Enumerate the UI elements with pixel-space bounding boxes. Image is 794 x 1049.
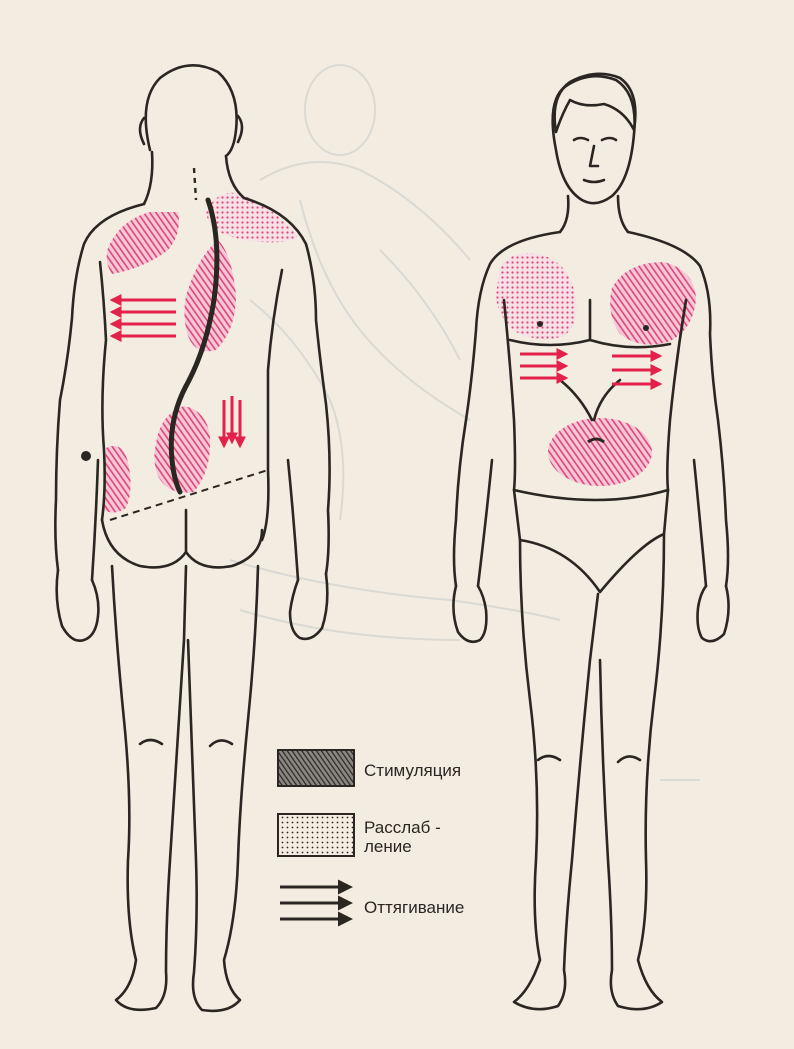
legend-swatch-relaxation [278,814,354,856]
front-hair [555,74,636,132]
legend-swatch-pulling [280,887,350,919]
front-neck [560,196,628,232]
back-leg-right [188,566,258,1011]
zone-left-shoulder [107,212,179,274]
legend-label-relaxation-line2: ление [364,837,412,857]
back-arrows-left [112,300,176,336]
back-arrows-down [224,396,240,446]
legend-swatch-stimulation [278,750,354,786]
cervical-spine-dashed [194,168,196,200]
front-ribs [560,380,620,420]
front-nipple-right [537,321,543,327]
back-view-figure [55,65,329,1011]
zone-abdomen [548,418,652,486]
back-buttocks [102,520,262,567]
back-leg-left [112,566,186,1010]
zone-left-chest [610,262,696,345]
front-nipple-left [643,325,649,331]
back-mole [81,451,91,461]
legend-label-pulling: Оттягивание [364,898,464,918]
front-arrows-right-ribs [520,354,566,378]
back-torso-right [262,270,282,540]
back-torso-left [100,262,106,520]
back-head [146,65,237,156]
front-eyes [574,138,616,140]
front-view-figure [453,74,728,1009]
front-hand-left [453,586,486,642]
back-neck-left [144,152,152,204]
back-ear-left [140,118,144,144]
front-mouth [584,180,604,182]
legend [278,750,354,919]
back-ear-right [238,116,242,142]
back-knee-left [140,740,162,744]
back-knee-right [210,740,232,746]
back-hand-right [290,574,327,639]
front-leg-right [600,534,664,1009]
back-arm-inner-left [92,460,98,580]
front-leg-left [514,540,598,1009]
back-arm-inner-right [288,460,298,580]
front-hand-right [698,586,729,641]
back-neck-right [226,156,244,198]
zone-right-chest-dots [496,253,576,339]
legend-label-stimulation: Стимуляция [364,761,461,781]
front-nose [590,146,598,166]
front-zones [496,253,696,486]
front-head [553,76,635,203]
front-briefs [514,490,668,592]
legend-label-relaxation-line1: Расслаб - [364,818,441,838]
zone-left-paraspinal [184,240,236,351]
front-knees [538,756,640,762]
zone-lower-left-back [154,406,210,493]
zone-left-flank [104,446,131,513]
